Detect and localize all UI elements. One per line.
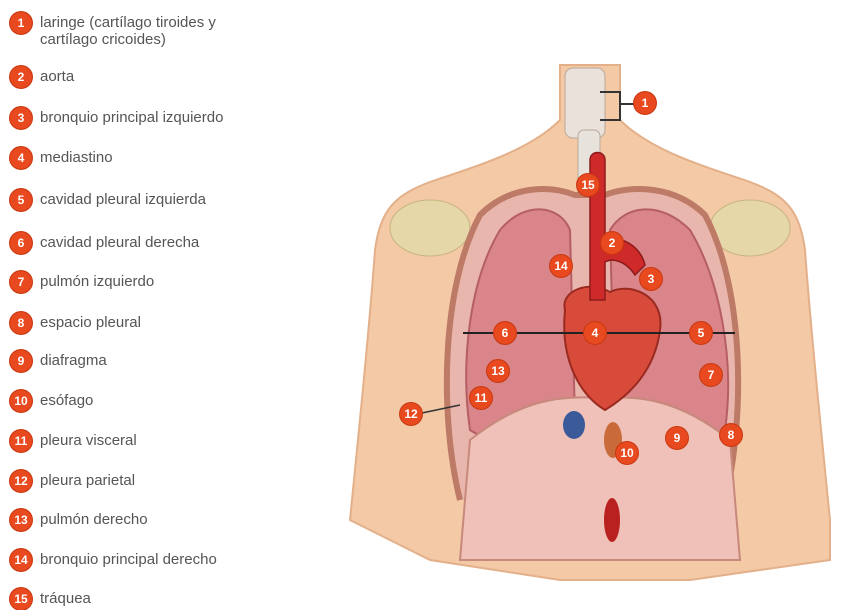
legend-item: 4 mediastino <box>10 147 113 169</box>
marker-9: 9 <box>666 427 688 449</box>
legend-label: diafragma <box>40 350 107 369</box>
marker-6: 6 <box>494 322 516 344</box>
marker-2: 2 <box>601 232 623 254</box>
legend-item: 5 cavidad pleural izquierda <box>10 189 206 211</box>
marker-3: 3 <box>640 268 662 290</box>
legend-item: 14 bronquio principal derecho <box>10 549 217 571</box>
number-badge-icon: 9 <box>10 350 32 372</box>
marker-8: 8 <box>720 424 742 446</box>
marker-12: 12 <box>400 403 422 425</box>
marker-11: 11 <box>470 387 492 409</box>
number-badge-icon: 5 <box>10 189 32 211</box>
marker-14: 14 <box>550 255 572 277</box>
legend-item: 9 diafragma <box>10 350 107 372</box>
legend-label: bronquio principal derecho <box>40 549 217 568</box>
legend-label: espacio pleural <box>40 312 141 331</box>
legend-item: 7 pulmón izquierdo <box>10 271 154 293</box>
number-badge-icon: 7 <box>10 271 32 293</box>
marker-1: 1 <box>634 92 656 114</box>
vena-cava-shape <box>563 411 585 439</box>
legend-item: 11 pleura visceral <box>10 430 137 452</box>
lower-vessel-shape <box>604 498 620 542</box>
legend-item: 3 bronquio principal izquierdo <box>10 107 223 129</box>
legend-label: aorta <box>40 66 74 85</box>
legend-item: 15 tráquea <box>10 588 91 610</box>
legend-label: pulmón derecho <box>40 509 148 528</box>
legend-item: 12 pleura parietal <box>10 470 135 492</box>
marker-10: 10 <box>616 442 638 464</box>
diaphragm-shape <box>460 397 740 560</box>
number-badge-icon: 11 <box>10 430 32 452</box>
number-badge-icon: 13 <box>10 509 32 531</box>
marker-5: 5 <box>690 322 712 344</box>
number-badge-icon: 4 <box>10 147 32 169</box>
number-badge-icon: 6 <box>10 232 32 254</box>
legend-label: pulmón izquierdo <box>40 271 154 290</box>
legend-item: 1 laringe (cartílago tiroides y cartílag… <box>10 12 216 48</box>
larynx-shape <box>565 68 605 138</box>
legend-label: tráquea <box>40 588 91 607</box>
number-badge-icon: 12 <box>10 470 32 492</box>
number-badge-icon: 1 <box>10 12 32 34</box>
number-badge-icon: 10 <box>10 390 32 412</box>
number-badge-icon: 8 <box>10 312 32 334</box>
legend-item: 10 esófago <box>10 390 93 412</box>
left-shoulder-bone <box>390 200 470 256</box>
legend-label: cavidad pleural izquierda <box>40 189 206 208</box>
marker-15: 15 <box>577 174 599 196</box>
number-badge-icon: 3 <box>10 107 32 129</box>
legend-item: 8 espacio pleural <box>10 312 141 334</box>
legend-label: bronquio principal izquierdo <box>40 107 223 126</box>
legend-label: pleura parietal <box>40 470 135 489</box>
legend-item: 6 cavidad pleural derecha <box>10 232 199 254</box>
legend-label: pleura visceral <box>40 430 137 449</box>
legend-label: cavidad pleural derecha <box>40 232 199 251</box>
legend-label: mediastino <box>40 147 113 166</box>
marker-7: 7 <box>700 364 722 386</box>
marker-13: 13 <box>487 360 509 382</box>
legend-item: 2 aorta <box>10 66 74 88</box>
number-badge-icon: 15 <box>10 588 32 610</box>
legend-item: 13 pulmón derecho <box>10 509 148 531</box>
marker-4: 4 <box>584 322 606 344</box>
number-badge-icon: 2 <box>10 66 32 88</box>
number-badge-icon: 14 <box>10 549 32 571</box>
legend-label: esófago <box>40 390 93 409</box>
legend-label: laringe (cartílago tiroides y cartílago … <box>40 12 216 48</box>
